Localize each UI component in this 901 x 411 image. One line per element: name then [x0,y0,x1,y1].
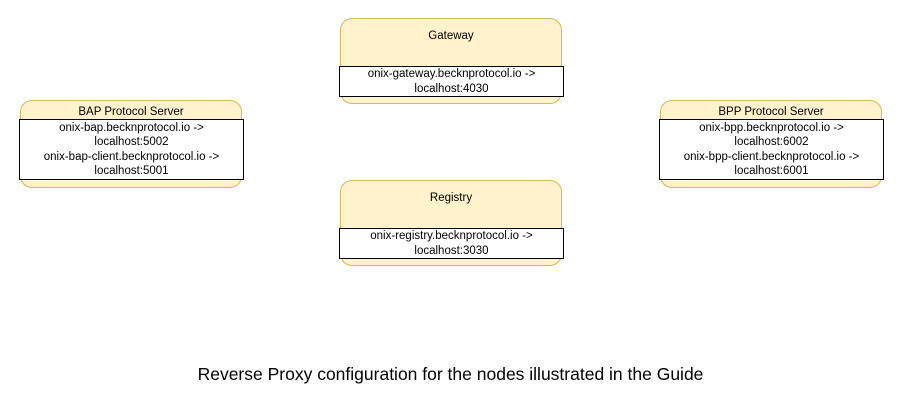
node-bap-line-1: onix-bap.becknprotocol.io -> [59,121,204,134]
node-registry-body: onix-registry.becknprotocol.io -> localh… [339,228,564,259]
diagram-caption: Reverse Proxy configuration for the node… [197,364,704,384]
node-bap-body: onix-bap.becknprotocol.io -> localhost:5… [19,119,244,180]
node-bap-line-3: onix-bap-client.becknprotocol.io -> [43,150,220,163]
node-bpp-line-3: onix-bpp-client.becknprotocol.io -> [683,150,860,163]
node-bap-title: BAP Protocol Server [78,106,184,118]
node-registry-title: Registry [429,192,473,204]
node-bpp-line-4: localhost:6001 [734,165,809,177]
node-bpp-body: onix-bpp.becknprotocol.io -> localhost:6… [659,119,884,180]
node-bpp-line-2: localhost:6002 [734,136,809,148]
node-gateway-line-2: localhost:4030 [414,82,489,95]
node-gateway-body: onix-gateway.becknprotocol.io -> localho… [339,66,564,97]
node-bap-protocol-server[interactable]: BAP Protocol Server onix-bap.becknprotoc… [19,100,244,188]
node-bpp-line-1: onix-bpp.becknprotocol.io -> [699,121,844,134]
node-bpp-title: BPP Protocol Server [718,106,824,118]
node-registry-line-2: localhost:3030 [414,244,489,257]
node-bap-line-4: localhost:5001 [94,165,169,177]
node-registry-line-1: onix-registry.becknprotocol.io -> [370,230,533,242]
node-gateway-title: Gateway [428,30,474,42]
node-registry[interactable]: Registry onix-registry.becknprotocol.io … [339,180,564,266]
node-gateway[interactable]: Gateway onix-gateway.becknprotocol.io ->… [339,18,564,104]
node-gateway-line-1: onix-gateway.becknprotocol.io -> [367,68,536,80]
node-bpp-protocol-server[interactable]: BPP Protocol Server onix-bpp.becknprotoc… [659,100,884,188]
node-bap-line-2: localhost:5002 [94,136,169,148]
